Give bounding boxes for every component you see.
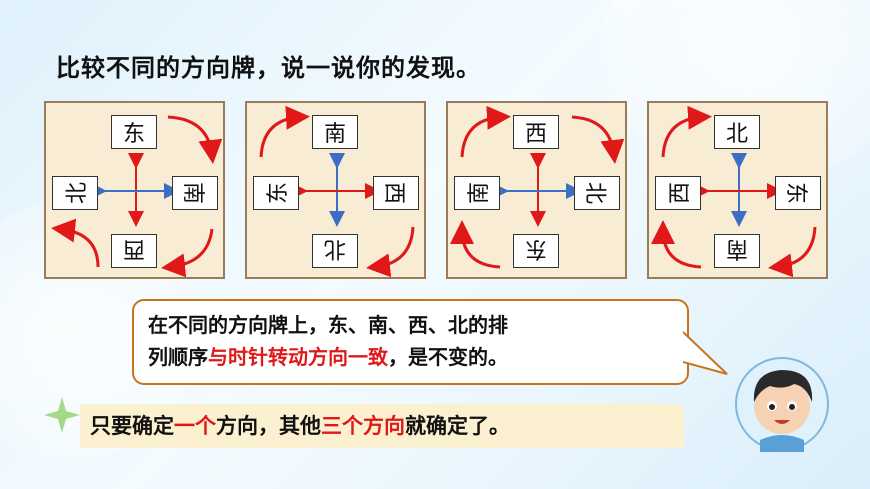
sign-4-right: 东 xyxy=(775,176,821,210)
sign-1-top: 东 xyxy=(111,115,157,149)
speech-bubble-tail xyxy=(683,331,728,375)
sign-1-bottom: 西 xyxy=(111,234,157,268)
boy-avatar xyxy=(735,357,829,452)
sparkle-icon xyxy=(44,397,80,433)
sign-2-right: 西 xyxy=(373,176,419,210)
sign-3-bottom: 东 xyxy=(513,234,559,268)
direction-sign-3: 西 北 东 南 xyxy=(446,101,627,279)
conclusion-note: 只要确定一个方向，其他三个方向就确定了。 xyxy=(80,404,684,448)
speech-bubble: 在不同的方向牌上，东、南、西、北的排 列顺序与时针转动方向一致，是不变的。 xyxy=(132,299,689,385)
speech-line-2: 列顺序与时针转动方向一致，是不变的。 xyxy=(148,341,673,373)
sign-4-top: 北 xyxy=(714,115,760,149)
sign-3-top: 西 xyxy=(513,115,559,149)
note-part-3: 就确定了。 xyxy=(405,414,510,438)
sign-3-right: 北 xyxy=(574,176,620,210)
sign-2-bottom: 北 xyxy=(312,234,358,268)
speech-line-2-end: ，是不变的。 xyxy=(388,345,508,369)
sign-1-right: 南 xyxy=(172,176,218,210)
sign-3-left: 南 xyxy=(454,176,500,210)
sign-2-arrows xyxy=(259,105,415,278)
sign-1-left: 北 xyxy=(52,176,98,210)
direction-sign-2: 南 西 北 东 xyxy=(245,101,426,279)
speech-highlight: 与时针转动方向一致 xyxy=(208,345,388,369)
sign-2-top: 南 xyxy=(312,115,358,149)
sign-3-arrows xyxy=(450,105,625,269)
sign-1-arrows xyxy=(51,115,223,278)
sign-2-left: 东 xyxy=(253,176,299,210)
direction-sign-1: 东 南 西 北 xyxy=(44,101,225,279)
page-title: 比较不同的方向牌，说一说你的发现。 xyxy=(56,54,481,82)
note-highlight-1: 一个 xyxy=(174,414,216,438)
sign-4-left: 西 xyxy=(655,176,701,210)
speech-line-2-start: 列顺序 xyxy=(148,345,208,369)
sign-4-bottom: 南 xyxy=(714,234,760,268)
note-part-2: 方向，其他 xyxy=(216,414,321,438)
speech-line-1: 在不同的方向牌上，东、南、西、北的排 xyxy=(148,313,508,337)
note-highlight-2: 三个方向 xyxy=(321,414,405,438)
sign-4-arrows xyxy=(651,105,817,278)
note-part-1: 只要确定 xyxy=(90,414,174,438)
direction-sign-4: 北 东 南 西 xyxy=(647,101,828,279)
